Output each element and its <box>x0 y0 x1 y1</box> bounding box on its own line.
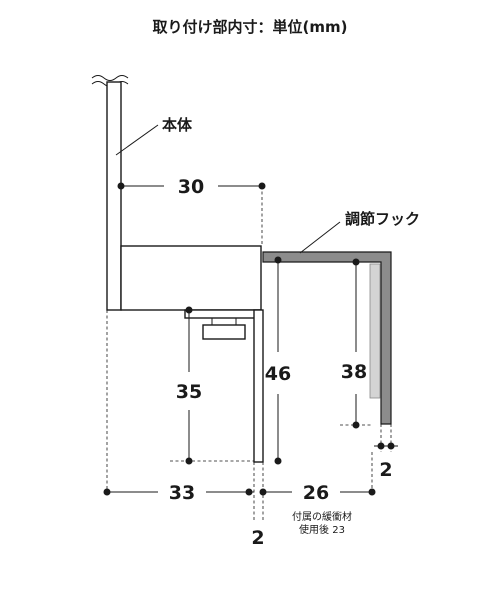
adjustable-hook <box>262 251 392 425</box>
dimension-30-value: 30 <box>178 176 204 198</box>
dimension-26: 26 <box>259 482 376 504</box>
dimension-2-bottom-value: 2 <box>251 527 264 549</box>
dimension-46: 46 <box>265 256 291 465</box>
body-leader <box>115 124 159 156</box>
dimension-26-value: 26 <box>303 482 329 504</box>
body-label: 本体 <box>162 116 193 134</box>
dimension-33: 33 <box>103 482 254 504</box>
dimension-35-value: 35 <box>176 381 202 403</box>
dimension-46-value: 46 <box>265 363 291 385</box>
dimension-2-right-value: 2 <box>379 459 392 481</box>
dimension-2-right: 2 <box>374 424 398 481</box>
cushion-pad <box>369 263 381 399</box>
cushion-note-line2: 使用後 23 <box>299 523 345 536</box>
dimension-38: 38 <box>340 258 372 429</box>
dimension-38-value: 38 <box>341 361 367 383</box>
body-shape <box>106 81 262 340</box>
cushion-note-line1: 付属の緩衝材 <box>292 510 352 523</box>
hook-leader <box>299 221 341 254</box>
dimension-33-value: 33 <box>169 482 195 504</box>
dimension-35: 35 <box>170 306 254 465</box>
dimension-30: 30 <box>117 176 266 246</box>
diagram-title: 取り付け部内寸：単位(mm) <box>153 18 348 36</box>
door-plate <box>253 309 264 463</box>
hook-label: 調節フック <box>345 210 420 228</box>
